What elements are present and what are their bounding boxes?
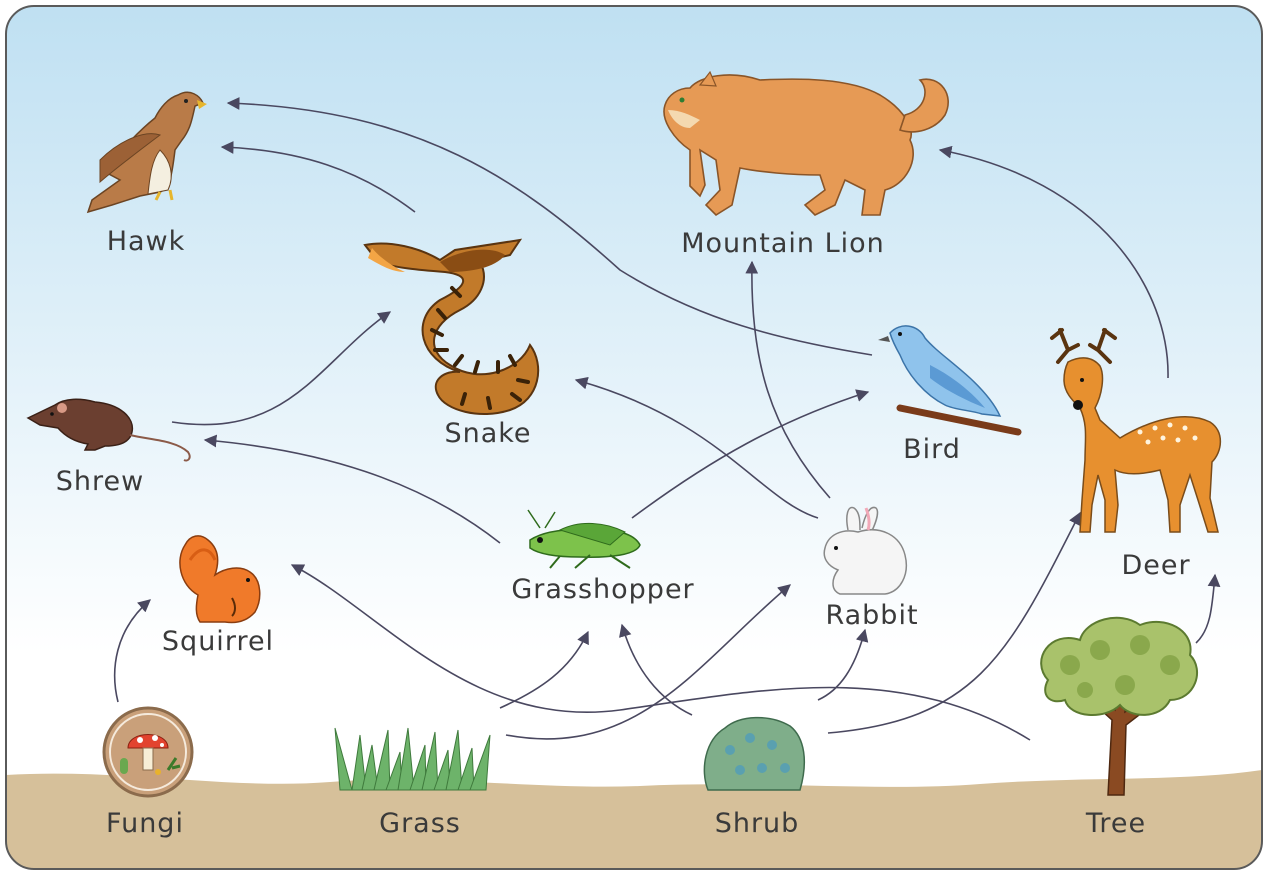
sky-background xyxy=(6,6,1262,869)
label-grasshopper: Grasshopper xyxy=(511,574,694,605)
label-shrub: Shrub xyxy=(715,808,800,839)
label-tree: Tree xyxy=(1085,808,1146,839)
label-squirrel: Squirrel xyxy=(162,626,274,657)
label-shrew: Shrew xyxy=(56,466,144,497)
fungi-icon xyxy=(104,708,192,796)
label-mountain-lion: Mountain Lion xyxy=(681,228,885,259)
label-fungi: Fungi xyxy=(106,808,184,839)
label-hawk: Hawk xyxy=(107,226,186,257)
label-rabbit: Rabbit xyxy=(825,600,918,631)
label-grass: Grass xyxy=(379,808,461,839)
label-deer: Deer xyxy=(1121,550,1190,581)
label-snake: Snake xyxy=(444,418,531,449)
label-bird: Bird xyxy=(903,434,961,465)
